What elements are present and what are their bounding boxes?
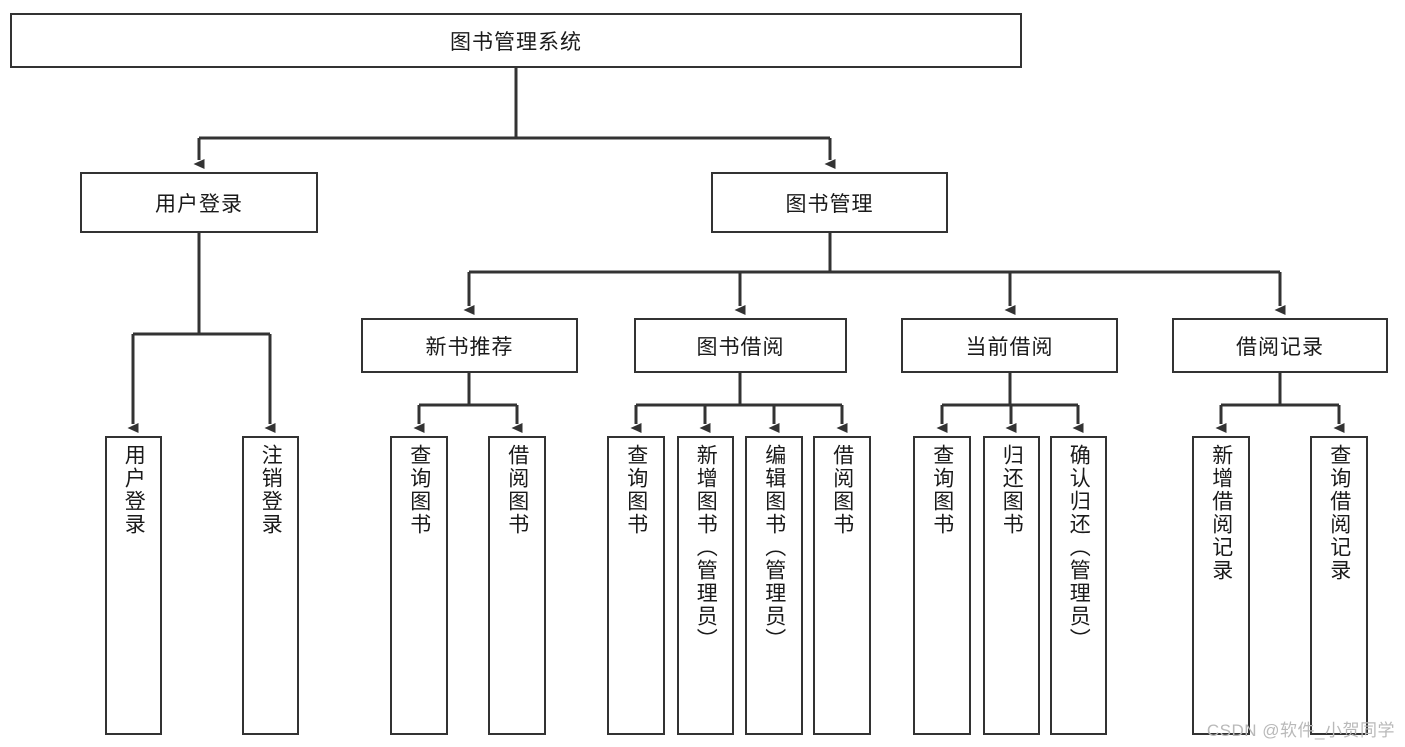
node-borrow-record[interactable]: 借阅记录	[1172, 318, 1388, 373]
leaf-borrow-borrow-book-label: 借阅图书	[830, 444, 854, 536]
node-book-borrow[interactable]: 图书借阅	[634, 318, 847, 373]
leaf-record-query-record[interactable]: 查询借阅记录	[1310, 436, 1368, 735]
leaf-recommend-query-book-label: 查询图书	[407, 444, 431, 536]
leaf-current-query-book-label: 查询图书	[930, 444, 954, 536]
node-book-borrow-label: 图书借阅	[696, 335, 785, 359]
leaf-record-query-record-label: 查询借阅记录	[1327, 444, 1351, 582]
node-current-borrow[interactable]: 当前借阅	[901, 318, 1118, 373]
leaf-current-confirm-return-admin[interactable]: 确认归还（管理员）	[1050, 436, 1107, 735]
node-book-management-label: 图书管理	[785, 192, 874, 216]
leaf-current-confirm-return-admin-label: 确认归还（管理员）	[1067, 444, 1091, 651]
leaf-user-logout-label: 注销登录	[259, 444, 283, 536]
leaf-current-query-book[interactable]: 查询图书	[913, 436, 971, 735]
watermark: CSDN @软件_小贺同学	[1206, 721, 1395, 740]
leaf-borrow-edit-book-admin-label: 编辑图书（管理员）	[762, 444, 786, 651]
leaf-user-logout[interactable]: 注销登录	[242, 436, 299, 735]
node-new-book-recommend[interactable]: 新书推荐	[361, 318, 578, 373]
leaf-recommend-query-book[interactable]: 查询图书	[390, 436, 448, 735]
leaf-borrow-query-book-label: 查询图书	[624, 444, 648, 536]
node-current-borrow-label: 当前借阅	[965, 335, 1054, 359]
leaf-current-return-book[interactable]: 归还图书	[983, 436, 1040, 735]
node-book-management[interactable]: 图书管理	[711, 172, 948, 233]
leaf-user-login[interactable]: 用户登录	[105, 436, 162, 735]
leaf-borrow-add-book-admin[interactable]: 新增图书（管理员）	[677, 436, 734, 735]
leaf-recommend-borrow-book[interactable]: 借阅图书	[488, 436, 546, 735]
leaf-record-add-record[interactable]: 新增借阅记录	[1192, 436, 1250, 735]
leaf-borrow-query-book[interactable]: 查询图书	[607, 436, 665, 735]
leaf-recommend-borrow-book-label: 借阅图书	[505, 444, 529, 536]
leaf-record-add-record-label: 新增借阅记录	[1209, 444, 1233, 582]
leaf-borrow-borrow-book[interactable]: 借阅图书	[813, 436, 871, 735]
node-borrow-record-label: 借阅记录	[1236, 335, 1324, 359]
leaf-borrow-edit-book-admin[interactable]: 编辑图书（管理员）	[745, 436, 803, 735]
node-user-login[interactable]: 用户登录	[80, 172, 318, 233]
leaf-current-return-book-label: 归还图书	[1000, 444, 1024, 536]
leaf-user-login-label: 用户登录	[122, 444, 146, 536]
node-user-login-label: 用户登录	[155, 192, 243, 216]
node-root-system[interactable]: 图书管理系统	[10, 13, 1022, 68]
node-root-label: 图书管理系统	[450, 30, 582, 54]
node-new-book-recommend-label: 新书推荐	[425, 335, 514, 359]
leaf-borrow-add-book-admin-label: 新增图书（管理员）	[694, 444, 718, 651]
